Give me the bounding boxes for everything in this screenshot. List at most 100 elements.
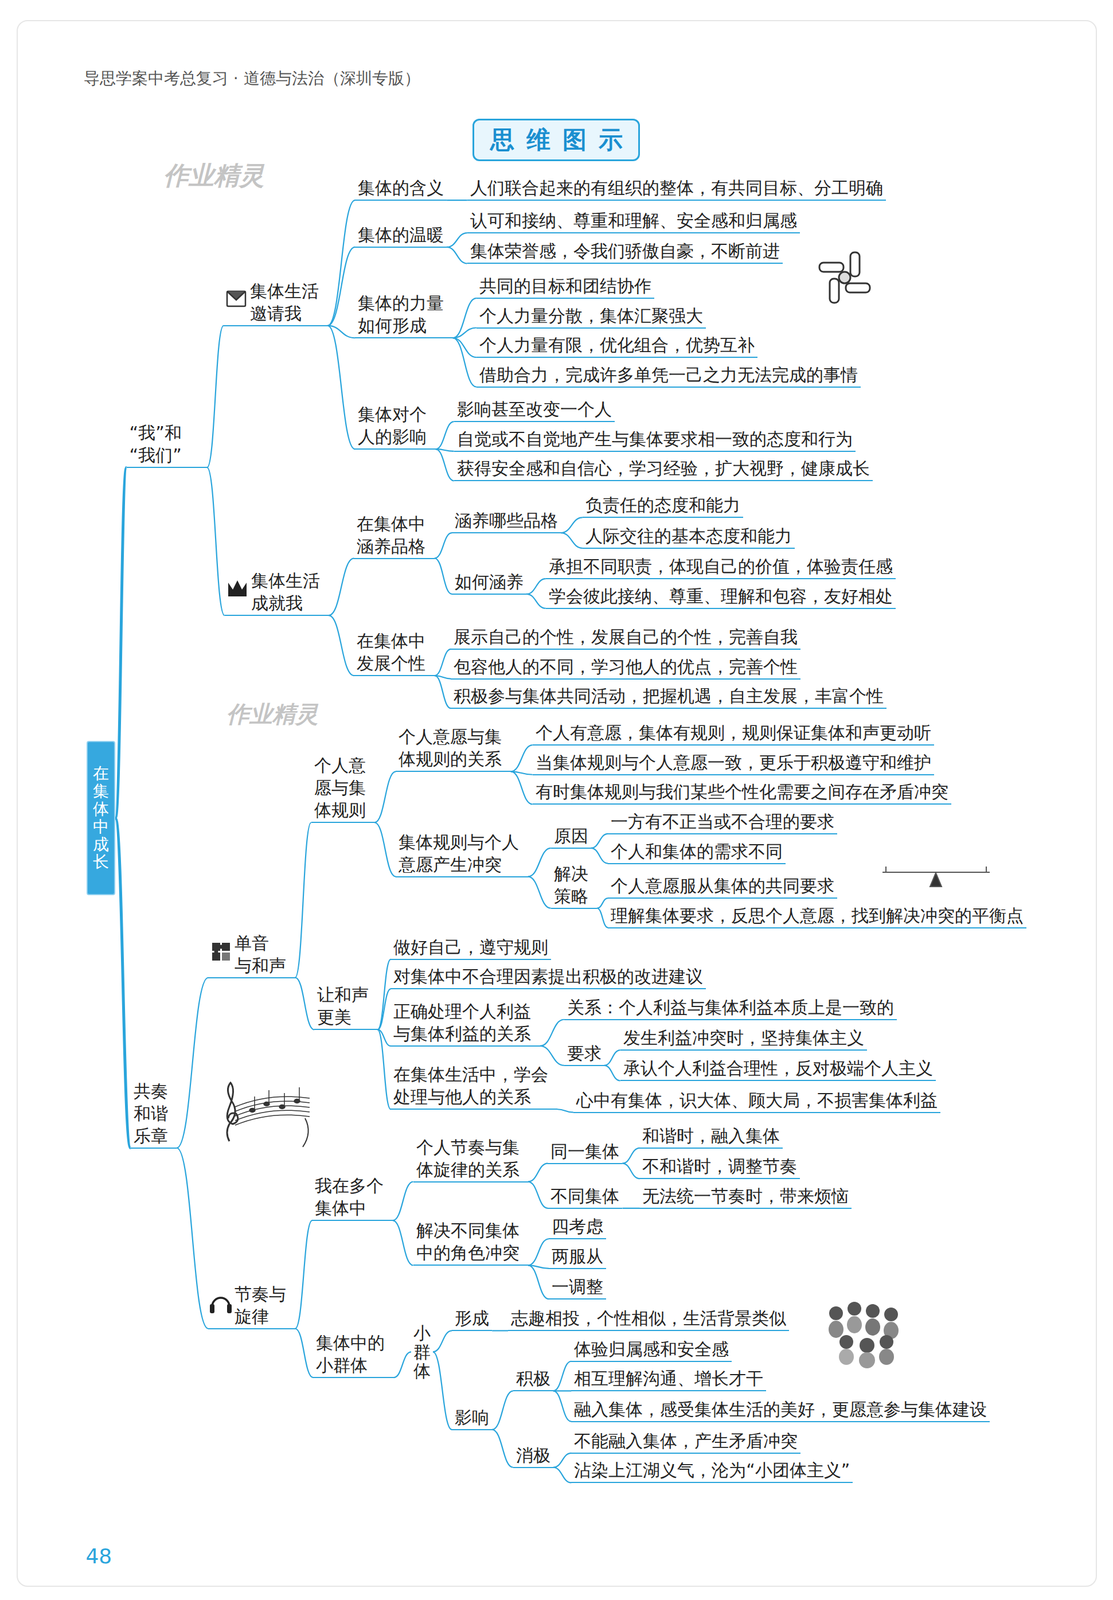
topic-node: 集体对个 人的影响 (354, 403, 436, 450)
branch-connector (540, 1019, 565, 1046)
branch-connector (328, 615, 354, 676)
topic-node: “我”和 “我们” (126, 421, 208, 468)
branch-connector (510, 771, 533, 804)
topic-node: 两服从 (548, 1244, 607, 1269)
node-text: “我”和 “我们” (129, 421, 205, 467)
topic-node: 融入集体，感受集体生活的美好，更愿意参与集体建设 (571, 1397, 990, 1423)
branch-connector (435, 448, 455, 481)
topic-node: 正确处理个人利益 与集体利益的关系 (390, 1000, 541, 1047)
topic-node: 集体规则与个人 意愿产生冲突 (395, 830, 529, 878)
branch-connector (207, 325, 224, 468)
topic-node: 集体的温暖 (354, 223, 447, 248)
branch-connector (374, 822, 396, 877)
page-number: 48 (85, 1544, 112, 1568)
node-text: 节奏与 旋律 (234, 1282, 293, 1328)
branch-connector (553, 1361, 572, 1392)
vertical-topic: 小群体 (411, 1322, 433, 1382)
topic-node: 积极参与集体共同活动，把握机遇，自主发展，丰富个性 (450, 684, 887, 709)
topic-node: 原因 (551, 824, 592, 849)
topic-node: 涵养哪些品格 (451, 509, 561, 534)
node-text: 个人意愿与集 体规则的关系 (398, 725, 509, 771)
topic-node: 集体生活 成就我 (224, 569, 330, 616)
topic-node: 如何涵养 (451, 570, 527, 595)
topic-node: 一方有不正当或不合理的要求 (607, 810, 838, 835)
node-text: 小群体 (413, 1323, 431, 1381)
branch-connector (553, 1467, 572, 1483)
node-text: 集体的含义 (357, 176, 444, 199)
node-text: 要求 (567, 1041, 602, 1065)
node-text: 集体的温暖 (357, 223, 444, 246)
node-text: 两服从 (551, 1244, 604, 1268)
topic-node: 相互理解沟通、增长才干 (571, 1367, 767, 1392)
node-text: 不同集体 (550, 1184, 620, 1208)
topic-node: 共同的目标和团结协作 (476, 274, 655, 299)
branch-connector (553, 1453, 572, 1468)
node-text: 四考虑 (551, 1215, 604, 1238)
headphones-icon (209, 1297, 232, 1314)
topic-node: 当集体规则与个人意愿一致，更乐于积极遵守和维护 (532, 751, 935, 776)
topic-node: 集体荣誉感，令我们骄傲自豪，不断前进 (467, 239, 783, 264)
topic-node: 人们联合起来的有组织的整体，有共同目标、分工明确 (467, 176, 886, 201)
topic-node: 个人和集体的需求不同 (607, 840, 786, 865)
topic-node: 沾染上江湖义气，沦为“小团体主义” (571, 1458, 853, 1483)
branch-connector (553, 1390, 572, 1421)
envelope-icon (227, 291, 246, 307)
node-text: 对集体中不合理因素提出积极的改进建议 (393, 965, 704, 988)
branch-connector (622, 1207, 640, 1209)
topic-node: 认可和接纳、尊重和理解、安全感和归属感 (467, 209, 800, 234)
node-text: 在集体中 涵养品格 (356, 512, 432, 558)
hands-icon (819, 252, 870, 303)
topic-node: 个人意愿服从集体的共同要求 (607, 874, 838, 899)
node-text: 个人力量分散，集体汇聚强大 (479, 304, 704, 327)
node-text: 当集体规则与个人意愿一致，更乐于积极遵守和维护 (535, 751, 932, 774)
node-text: 无法统一节奏时，带来烦恼 (642, 1184, 849, 1208)
branch-connector (491, 1429, 514, 1468)
node-text: 一调整 (551, 1275, 604, 1298)
branch-connector (432, 1330, 452, 1352)
watermark: 作业精灵 (163, 158, 265, 193)
branch-connector (446, 199, 468, 201)
node-text: 个人节奏与集 体旋律的关系 (416, 1135, 526, 1181)
music-notes-icon (227, 1082, 310, 1147)
node-text: 涵养哪些品格 (454, 509, 558, 532)
root-topic: 在集体中成长 (86, 740, 116, 896)
branch-connector (540, 1045, 565, 1066)
node-text: 展示自己的个性，发展自己的个性，完善自我 (453, 625, 798, 648)
topic-node: 包容他人的不同，学习他人的优点，完善个性 (450, 655, 801, 680)
branch-connector (557, 1108, 574, 1112)
topic-node: 要求 (564, 1041, 605, 1066)
branch-connector (392, 1181, 414, 1221)
branch-connector (491, 1390, 514, 1430)
topic-node: 个人有意愿，集体有规则，规则保证集体和声更动听 (532, 721, 935, 746)
node-text: 有时集体规则与我们某些个性化需要之间存在矛盾冲突 (535, 780, 949, 803)
topic-node: 我在多个 集体中 (311, 1174, 393, 1221)
branch-connector (604, 1065, 621, 1081)
topic-node: 个人力量分散，集体汇聚强大 (476, 304, 706, 329)
topic-node: 不能融入集体，产生矛盾冲突 (571, 1429, 801, 1454)
topic-node: 一调整 (548, 1275, 607, 1300)
topic-node: 影响 (451, 1406, 492, 1431)
node-text: 认可和接纳、尊重和理解、安全感和归属感 (470, 209, 798, 232)
branch-connector (327, 247, 355, 326)
node-text: 学会彼此接纳、尊重、理解和包容，友好相处 (548, 584, 893, 608)
node-text: 体验归属感和安全感 (573, 1337, 729, 1361)
node-text: 相互理解沟通、增长才干 (573, 1367, 764, 1390)
node-text: 负责任的态度和能力 (585, 493, 741, 517)
topic-node: 做好自己，遵守规则 (390, 935, 552, 960)
branch-connector (115, 467, 127, 819)
branch-connector (596, 908, 608, 928)
node-text: 单音 与和声 (234, 931, 293, 977)
topic-node: 节奏与 旋律 (208, 1282, 296, 1330)
topic-node: 关系：个人利益与集体利益本质上是一致的 (564, 996, 897, 1021)
topic-node: 体验归属感和安全感 (571, 1337, 732, 1362)
topic-node: 对集体中不合理因素提出积极的改进建议 (390, 965, 706, 990)
node-text: 志趣相投，个性相似，生活背景类似 (510, 1306, 787, 1330)
branch-connector (528, 876, 552, 909)
node-text: 原因 (553, 824, 589, 847)
topic-node: 在集体中 涵养品格 (353, 512, 435, 560)
topic-node: 形成 (451, 1306, 492, 1331)
node-text: 获得安全感和自信心，学习经验，扩大视野，健康成长 (457, 457, 870, 480)
topic-node: 不同集体 (547, 1184, 623, 1209)
topic-node: 集体的含义 (354, 176, 447, 201)
node-text: 解决 策略 (553, 862, 595, 908)
